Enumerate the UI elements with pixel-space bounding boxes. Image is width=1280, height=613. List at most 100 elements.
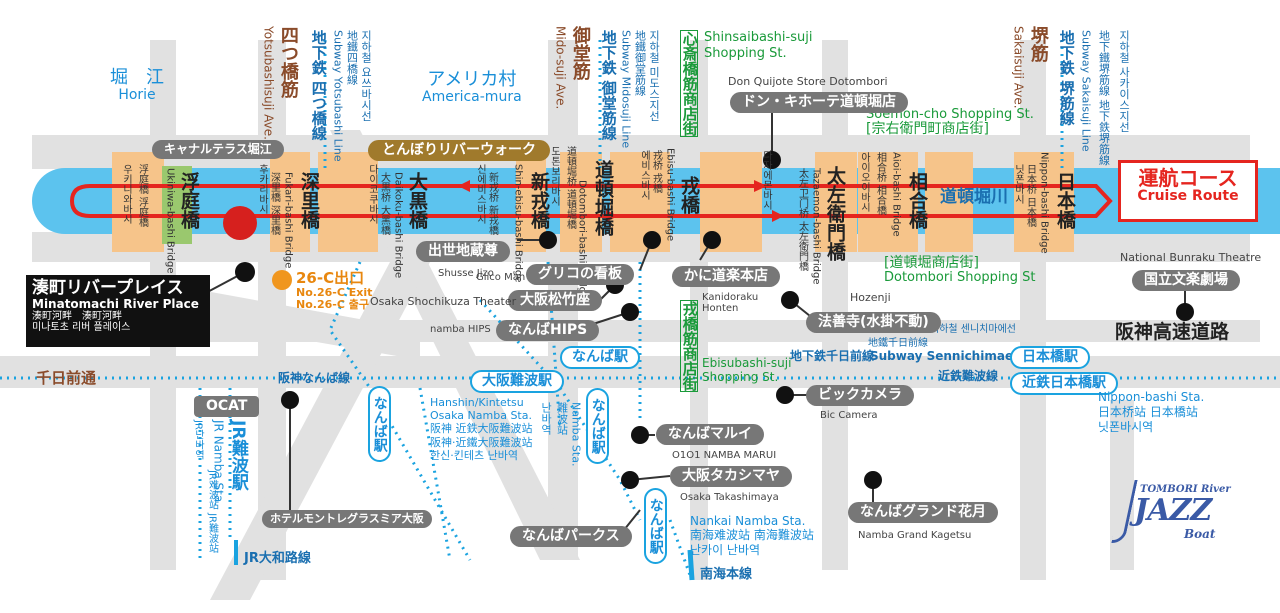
callout-takashimaya[interactable]: 大阪タカシマヤ [670, 466, 792, 488]
bridge-daikoku: 大黒橋 [405, 172, 428, 229]
shopping-shinsaibashi-ja: 心斎橋筋商店街 [680, 30, 699, 137]
callout-shusse-jizo-en: Shusse Jizo [438, 268, 494, 279]
callout-hozenji[interactable]: 法善寺(水掛不動) [806, 312, 941, 334]
station-namba-v1[interactable]: なんば駅 [368, 386, 391, 462]
callout-grand-kagetsu[interactable]: なんばグランド花月 [848, 502, 998, 524]
street-sakaisuji-ja: 堺筋 [1027, 26, 1049, 62]
subway-yotsubashi-ko2: 地鐵四橋線 [345, 30, 359, 85]
bridge-nippon-en: Nippon-bashi Bridge [1038, 152, 1050, 254]
callout-kanidoraku[interactable]: かに道楽本店 [672, 266, 780, 288]
station-kintetsu-nippombashi[interactable]: 近鉄日本橋駅 [1010, 372, 1118, 396]
callout-bunraku[interactable]: 国立文楽劇場 [1132, 270, 1240, 292]
station-osaka-namba[interactable]: 大阪難波駅 [470, 370, 564, 394]
rail-kintetsu: 近鉄難波線 [938, 369, 999, 383]
station-hanshin-kintetsu-ja2: 阪神·近鐵大阪難波站 [430, 435, 533, 449]
callout-takashimaya-en: Osaka Takashimaya [680, 492, 779, 503]
callout-shochikuza[interactable]: 大阪松竹座 [508, 290, 602, 312]
station-nippombashi-sub-en: Nippon-bashi Sta. [1098, 390, 1205, 404]
shopping-shinsaibashi-en-text: Shinsaibashi-suji Shopping St. [704, 30, 813, 61]
station-namba-sta-ko: 난바역 [539, 402, 553, 435]
callout-ocat[interactable]: OCAT [194, 396, 260, 418]
bridge-aioi: 相合橋 [905, 172, 928, 229]
station-jr-namba-ko: JR난바역 [192, 420, 204, 460]
subway-midosuji-ko2: 地鐵御堂筋線 [633, 30, 647, 96]
callout-kanidoraku-en-text: Kanidoraku Honten [702, 292, 759, 314]
shopping-ebisubashi-ja: 戎橋筋商店街 [680, 300, 699, 392]
callout-bic[interactable]: ビックカメラ [806, 385, 914, 407]
area-horie: 堀 江 Horie [110, 68, 164, 103]
shopping-ebisubashi-en: Ebisubashi-suji Shopping St. [702, 356, 822, 385]
callout-tombori-walk[interactable]: とんぼりリバーウォーク [368, 140, 550, 162]
station-hanshin-kintetsu-ko: 한신·킨테츠 난바역 [430, 448, 518, 462]
minatomachi-ko: 미나토초 리버 플레이스 [32, 321, 131, 333]
callout-kanidoraku-en: Kanidoraku Honten [702, 292, 762, 314]
station-namba-v3[interactable]: なんば駅 [644, 488, 667, 564]
callout-don-quijote[interactable]: ドン・キホーテ道頓堀店 [730, 92, 908, 114]
subway-midosuji-ko: 지하철 미도스지선 [647, 30, 661, 122]
bridge-dotombori-sub: 道頓堀桥 道頓堀橋 [564, 146, 576, 230]
station-nankai-namba-ko: 난카이 난바역 [690, 542, 761, 557]
station-hanshin-kintetsu-ja: 阪神 近鉄大阪難波站 [430, 422, 533, 436]
bridge-shinebisu: 新戎橋 [527, 172, 550, 229]
station-jr-namba-en: JR Namba Sta. [211, 420, 226, 506]
street-midosuji-ja: 御堂筋 [569, 26, 591, 80]
bridge-nippon: 日本橋 [1053, 172, 1076, 229]
minatomachi-sub: 湊町河畔 湊町河畔 [32, 310, 122, 322]
subway-sennichimae-en: Subway Sennichimae Line [870, 349, 1046, 363]
jazz-boat-logo: TOMBORI River JAZZ Boat [1100, 480, 1250, 550]
callout-bunraku-en: National Bunraku Theatre [1120, 251, 1262, 264]
station-jr-namba-sub: JR难波站 JR難波站 [206, 470, 218, 553]
callout-marui[interactable]: なんばマルイ [656, 424, 764, 446]
bridge-ebisu: 戎橋 [677, 176, 700, 214]
area-america-mura: アメリカ村 America-mura [422, 70, 522, 105]
callout-parks[interactable]: なんばパークス [510, 526, 632, 548]
station-namba-sta-en: Namba Sta. [569, 402, 583, 467]
bridge-aioi-ko: 아이오이바시 [858, 152, 870, 212]
bridge-shinebisu-ko: 신에비스바시 [474, 164, 486, 224]
logo-line2: JAZZ [1134, 493, 1212, 528]
station-nankai-namba: Nankai Namba Sta. 南海难波站 南海難波站 난카이 난바역 [690, 514, 814, 557]
callout-shochikuza-en: Osaka Shochikuza Theater [370, 295, 517, 308]
area-horie-ja: 堀 江 [110, 67, 164, 88]
bridge-fukari-ko: 후카리바시 [256, 164, 268, 214]
callout-shusse-jizo[interactable]: 出世地蔵尊 [416, 241, 510, 263]
station-nippombashi[interactable]: 日本橋駅 [1010, 346, 1090, 370]
subway-midosuji-ja: 地下鉄 御堂筋線 [599, 30, 618, 141]
bridge-aioi-sub: 相合桥 相合橋 [874, 152, 886, 216]
station-nankai-namba-en: Nankai Namba Sta. [690, 514, 806, 528]
callout-hips[interactable]: なんばHIPS [496, 320, 600, 342]
shopping-dotombori-en: Dotombori Shopping St [884, 270, 1036, 286]
callout-monterey[interactable]: ホテルモントレグラスミア大阪 [262, 510, 432, 529]
exit-26c[interactable]: 26-C出口 No.26-C Exit No.26-C 출구 [296, 270, 372, 311]
bridge-tazaemon-sub: 太左卫门桥 太左衛門橋 [796, 168, 808, 272]
bridge-fukari-sub: 深里橋 深里橋 [268, 172, 280, 236]
river-label: 道頓堀川 [940, 187, 1008, 207]
station-nippombashi-sub: Nippon-bashi Sta. 日本桥站 日本橋站 닛폰바시역 [1098, 390, 1204, 435]
bridge-dotombori-ko: 도톤보리바시 [548, 146, 560, 206]
bridge-ebisu-en: Ebisu-bashi Bridge [664, 148, 676, 242]
bridge-ebisu-ko: 에비스바시 [638, 150, 650, 200]
minatomachi-ja: 湊町リバープレイス [32, 278, 184, 298]
callout-glico[interactable]: グリコの看板 [526, 264, 634, 286]
station-namba[interactable]: なんば駅 [560, 346, 640, 370]
cruise-route-box[interactable]: 運航コース Cruise Route [1118, 160, 1258, 222]
rail-jr-yamatoji: JR大和路線 [244, 551, 311, 566]
rail-hanshin-namba: 阪神なんば線 [278, 371, 351, 385]
station-namba-v2[interactable]: なんば駅 [586, 388, 609, 464]
callout-hips-en: namba HIPS [430, 324, 491, 335]
bridge-nippon-sub: 日本桥 日本橋 [1024, 164, 1036, 228]
bridge-daikoku-ko: 다이코쿠바시 [366, 164, 378, 224]
logo-line1: TOMBORI River [1140, 484, 1231, 495]
callout-canal-terrace[interactable]: キャナルテラス堀江 [152, 140, 284, 160]
subway-sakaisuji-ko: 지하철 사카이스지선 [1117, 30, 1131, 133]
minatomachi-box[interactable]: 湊町リバープレイス Minatomachi River Place 湊町河畔 湊… [26, 275, 210, 347]
bridge-shinebisu-en: Shin-ebisu-bashi Bridge [512, 164, 524, 283]
bridge-dotombori-en: Dotombori-bashi Bridge [576, 180, 588, 300]
subway-sakaisuji-ko2: 地下鐵堺筋線 地下鉄堺筋線 [1097, 30, 1111, 166]
shopping-ebisubashi-en-text: Ebisubashi-suji Shopping St. [702, 356, 792, 385]
bridge-daikoku-en: Daikoku-bashi Bridge [392, 172, 404, 279]
callout-marui-en: O1O1 NAMBA MARUI [672, 450, 777, 461]
callout-hozenji-en: Hozenji [850, 291, 891, 304]
street-sakaisuji-en: Sakaisuji Ave. [1011, 26, 1026, 109]
